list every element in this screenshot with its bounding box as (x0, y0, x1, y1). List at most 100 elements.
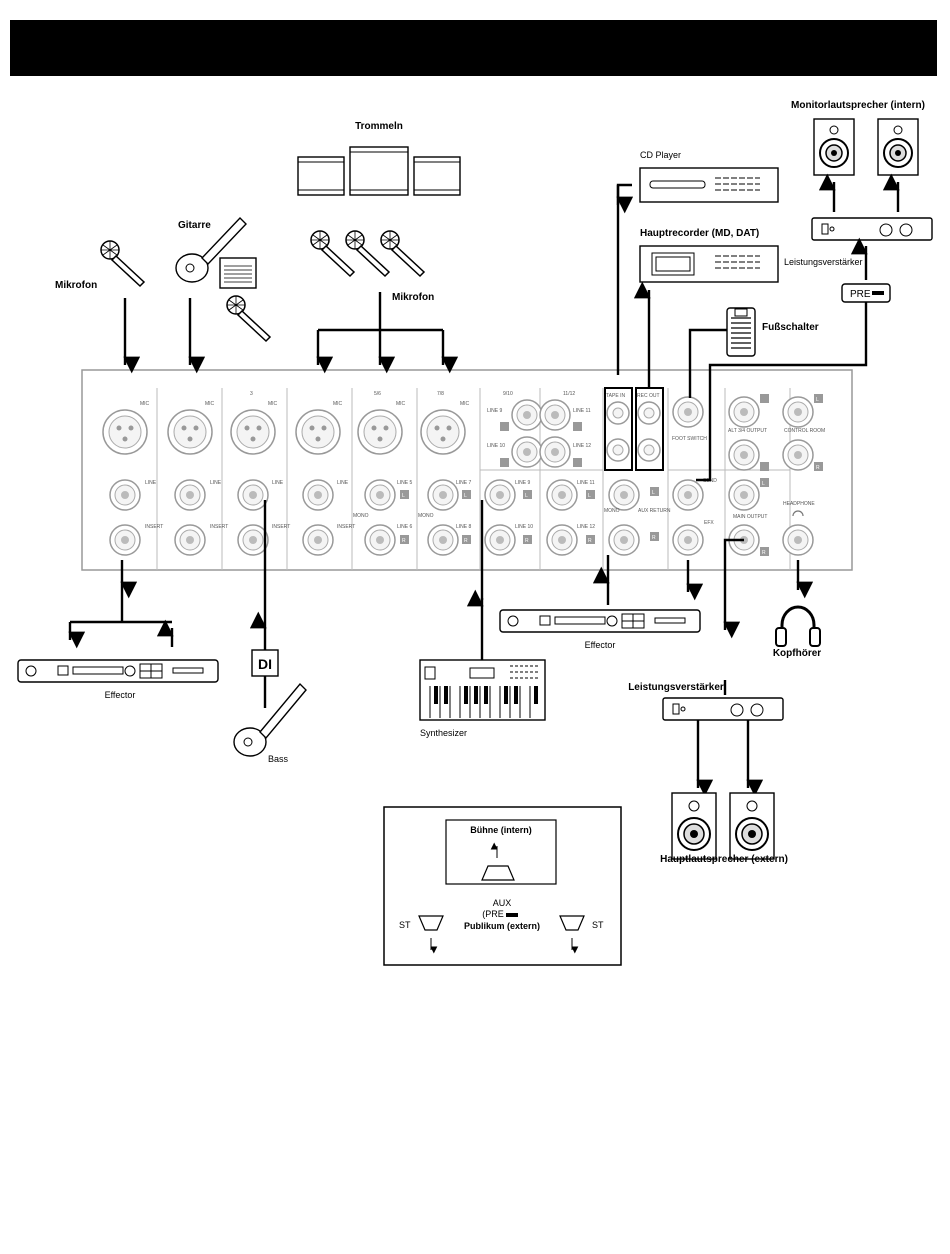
power-amp-bottom-icon (662, 697, 784, 721)
panel-mic-6: MIC (460, 401, 470, 407)
panel-l-5: L (402, 493, 405, 499)
power-amp-bottom-label: Leistungsverstärker (628, 682, 724, 693)
panel-l-9: L (525, 493, 528, 499)
panel-r-11: R (588, 538, 592, 544)
panel-mic-3: MIC (268, 401, 278, 407)
main-recorder-label: Hauptrecorder (MD, DAT) (640, 228, 759, 239)
inset-st-right: ST (592, 920, 604, 930)
panel-foot-switch: FOOT SWITCH (672, 436, 707, 442)
monitor-speaker-left-icon (813, 118, 855, 176)
mixer-panel: MIC MIC 3 MIC MIC 5/6 MIC 7/8 MIC 9/10 1… (81, 369, 853, 571)
panel-mono-2: MONO (418, 513, 434, 519)
panel-ch910: 9/10 (503, 391, 513, 397)
guitar-icon (175, 216, 247, 283)
panel-line12: LINE 12 (573, 443, 591, 449)
panel-r-aux: R (652, 535, 656, 541)
di-box-icon (251, 649, 279, 677)
panel-line11: LINE 11 (573, 408, 591, 414)
headphones-label: Kopfhörer (773, 648, 821, 659)
drums-icon (297, 146, 461, 196)
panel-line-4: LINE (337, 480, 349, 486)
panel-line11b: LINE 11 (577, 480, 595, 486)
di-box-label: DI (258, 656, 272, 672)
panel-r-cr: R (816, 465, 820, 471)
panel-l-main: L (762, 481, 765, 487)
panel-r-main: R (762, 550, 766, 556)
panel-insert-2: INSERT (210, 524, 228, 530)
panel-line9: LINE 9 (515, 480, 531, 486)
pre-badge-label: PRE (850, 289, 871, 300)
tape-in-box (604, 387, 633, 471)
main-recorder-icon (639, 245, 779, 283)
panel-line-2: LINE (210, 480, 222, 486)
panel-aux-return: AUX RETURN (638, 508, 671, 514)
panel-alt-out: ALT 3/4 OUTPUT (728, 428, 767, 434)
panel-l-aux: L (652, 490, 655, 496)
panel-main-output: MAIN OUTPUT (733, 514, 767, 520)
inset-stage-label: Bühne (intern) (470, 825, 532, 835)
panel-mic-1: MIC (140, 401, 150, 407)
mic-left-label: Mikrofon (55, 280, 97, 291)
panel-line9-top: LINE 9 (487, 408, 503, 414)
panel-mic-4: MIC (333, 401, 343, 407)
inset-aux-label: AUX (493, 898, 512, 908)
panel-line10: LINE 10 (515, 524, 533, 530)
power-amp-top-icon (811, 217, 933, 241)
inset-st-left: ST (399, 920, 411, 930)
panel-tape-in: TAPE IN (606, 393, 625, 399)
guitar-amp-mic-icon (226, 295, 271, 342)
panel-l-11: L (588, 493, 591, 499)
guitar-amp-icon (219, 257, 257, 289)
panel-l-7: L (464, 493, 467, 499)
panel-ch1112: 11/12 (563, 391, 575, 397)
header-bar (10, 20, 937, 76)
microphone-left-icon (100, 240, 145, 287)
drum-mic-3-icon (380, 230, 425, 277)
cd-player-label: CD Player (640, 150, 681, 160)
panel-control-room: CONTROL ROOM (784, 428, 825, 434)
panel-ch56: 5/6 (374, 391, 381, 397)
drums-label: Trommeln (355, 121, 403, 132)
panel-line-1: LINE (145, 480, 157, 486)
synthesizer-label: Synthesizer (420, 728, 467, 738)
inset-audience-label: Publikum (extern) (464, 921, 540, 931)
aux-routing-inset (383, 806, 622, 966)
panel-efx: EFX (704, 520, 714, 526)
panel-line10-top: LINE 10 (487, 443, 505, 449)
effector-center-icon (499, 609, 701, 633)
monitor-speakers-label: Monitorlautsprecher (intern) (791, 100, 925, 111)
cd-player-icon (639, 167, 779, 203)
panel-rec-out: REC OUT (637, 393, 660, 399)
panel-r-5: R (402, 538, 406, 544)
panel-line7: LINE 7 (456, 480, 472, 486)
main-speakers-label: Hauptlautsprecher (extern) (660, 854, 788, 865)
bass-icon (233, 682, 307, 757)
effector-left-icon (17, 659, 219, 683)
effector-center-label: Effector (585, 640, 616, 650)
panel-mono-1: MONO (353, 513, 369, 519)
main-speaker-right-icon (729, 792, 775, 860)
effector-left-label: Effector (105, 690, 136, 700)
panel-insert-1: INSERT (145, 524, 163, 530)
panel-line8: LINE 8 (456, 524, 472, 530)
main-speaker-left-icon (671, 792, 717, 860)
panel-line6: LINE 6 (397, 524, 413, 530)
foot-switch-icon (726, 307, 756, 357)
panel-line5: LINE 5 (397, 480, 413, 486)
panel-ch78: 7/8 (437, 391, 444, 397)
panel-insert-3: INSERT (272, 524, 290, 530)
panel-mic-2: MIC (205, 401, 215, 407)
synthesizer-icon (419, 659, 546, 721)
foot-switch-label: Fußschalter (762, 322, 819, 333)
panel-r-9: R (525, 538, 529, 544)
panel-r-7: R (464, 538, 468, 544)
panel-headphone: HEADPHONE (783, 501, 815, 507)
power-amp-top-label: Leistungsverstärker (784, 257, 863, 267)
drum-mic-label: Mikrofon (392, 292, 434, 303)
guitar-label: Gitarre (178, 220, 211, 231)
panel-ch3: 3 (250, 391, 253, 397)
panel-line-3: LINE (272, 480, 284, 486)
panel-insert-4: INSERT (337, 524, 355, 530)
panel-l-cr: L (816, 397, 819, 403)
headphones-icon (775, 605, 821, 647)
